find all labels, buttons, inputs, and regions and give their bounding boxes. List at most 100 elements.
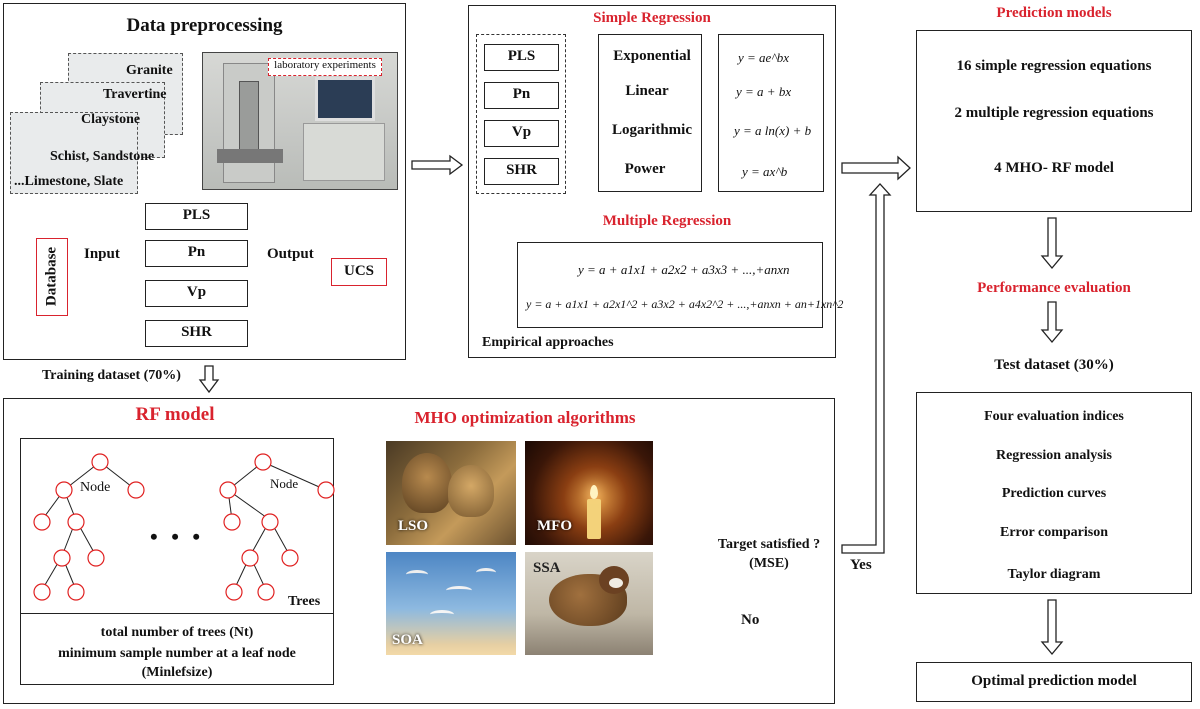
simple-param-pn: Pn <box>512 86 531 102</box>
tree2-node <box>241 549 259 567</box>
arrow-eval-down <box>1040 599 1064 656</box>
tree1-node <box>33 513 51 531</box>
rock-type-limestone-slate: ...Limestone, Slate <box>14 174 124 189</box>
simple-param-box-vp <box>484 120 559 147</box>
simple-param-box-shr <box>484 158 559 185</box>
simple-param-box-pn <box>484 82 559 109</box>
regression-types-box <box>598 34 702 192</box>
type-logarithmic: Logarithmic <box>612 122 692 138</box>
seagull <box>476 568 496 577</box>
optimal-model-box <box>916 662 1192 702</box>
tree2-node <box>223 513 241 531</box>
multiple-equation-1: y = a + a1x1 + a2x2 + a3x3 + ...,+anxn <box>578 262 790 277</box>
tree1-node <box>91 453 109 471</box>
prediction-item-simple: 16 simple regression equations <box>956 58 1152 74</box>
equation-linear: y = a + bx <box>736 84 792 99</box>
tree1-node <box>55 481 73 499</box>
performance-evaluation-title: Performance evaluation <box>977 280 1131 296</box>
tree2-node-label: Node <box>270 476 299 491</box>
lso-photo <box>386 441 516 545</box>
tree2-node <box>281 549 299 567</box>
rf-model-title: RF model <box>135 404 215 425</box>
arrow-perf-down <box>1040 301 1064 344</box>
arrow-pred-down <box>1040 217 1064 270</box>
arrow-training-down <box>198 365 220 394</box>
rock-type-schist-sandstone: Schist, Sandstone <box>50 149 155 164</box>
param-box-pls <box>145 203 248 230</box>
database-box <box>36 238 68 316</box>
test-machine-base <box>217 149 283 163</box>
soa-label: SOA <box>392 632 423 648</box>
rf-param-minlefsize: (Minlefsize) <box>141 665 213 680</box>
multiple-regression-title: Multiple Regression <box>602 213 732 229</box>
candle-flame <box>590 485 598 499</box>
empirical-approaches-label: Empirical approaches <box>482 335 614 350</box>
tree2-node <box>317 481 335 499</box>
rock-type-granite: Granite <box>126 63 173 78</box>
mfo-photo <box>525 441 653 545</box>
tree1-node <box>87 549 105 567</box>
type-power: Power <box>624 161 666 177</box>
evaluation-item-curves: Prediction curves <box>1001 486 1107 501</box>
rock-type-claystone: Claystone <box>81 112 141 127</box>
param-box-pn <box>145 240 248 267</box>
ucs-box <box>331 258 387 286</box>
tree2-node <box>219 481 237 499</box>
evaluation-item-indices: Four evaluation indices <box>984 409 1124 424</box>
evaluation-item-taylor: Taylor diagram <box>1007 567 1101 582</box>
rf-param-min-sample: minimum sample number at a leaf node <box>58 646 296 661</box>
tree2-node <box>257 583 275 601</box>
tree-nodes <box>33 453 335 601</box>
sparrow-cheek <box>609 578 623 588</box>
prediction-item-multiple: 2 multiple regression equations <box>954 105 1154 121</box>
simple-param-pls: PLS <box>507 48 536 64</box>
multiple-equation-2: y = a + a1x1 + a2x1^2 + a3x2 + a4x2^2 + … <box>526 297 844 311</box>
simple-param-box-pls <box>484 44 559 71</box>
type-exponential: Exponential <box>613 48 691 64</box>
output-label: Output <box>267 246 314 262</box>
evaluation-item-regression: Regression analysis <box>995 448 1113 463</box>
soa-photo <box>386 552 516 655</box>
lab-label-box <box>268 58 382 76</box>
trees-label: Trees <box>288 594 321 609</box>
rock-type-travertine: Travertine <box>103 87 167 102</box>
rf-params-box <box>20 613 334 685</box>
equation-power: y = ax^b <box>742 164 788 179</box>
multiple-equations-box <box>517 242 823 328</box>
no-label: No <box>741 612 760 628</box>
tree1-node <box>127 481 145 499</box>
seagull <box>430 610 454 619</box>
lab-label: laboratory experiments <box>274 59 376 71</box>
equations-box <box>718 34 824 192</box>
param-box-vp <box>145 280 248 307</box>
monitor <box>315 77 375 121</box>
arrow-yes-up <box>841 183 892 554</box>
yes-label: Yes <box>850 557 872 573</box>
equation-exponential: y = ae^bx <box>738 50 790 65</box>
arrow-to-prediction <box>841 155 911 181</box>
training-dataset-label: Training dataset (70%) <box>42 368 181 383</box>
rock-card-front <box>10 112 138 194</box>
test-dataset-label: Test dataset (30%) <box>994 357 1114 373</box>
tree2-node <box>254 453 272 471</box>
lso-label: LSO <box>398 518 429 534</box>
tree1-node <box>67 583 85 601</box>
simple-param-group <box>476 34 566 194</box>
tree2-node <box>261 513 279 531</box>
evaluation-item-error: Error comparison <box>1000 525 1108 540</box>
ssa-label: SSA <box>533 560 561 576</box>
param-label-shr: SHR <box>181 324 212 340</box>
ucs-label: UCS <box>343 263 374 279</box>
lion-silhouette-2 <box>448 465 494 517</box>
mfo-label: MFO <box>537 518 572 534</box>
tree-ellipsis: • • • <box>150 524 205 549</box>
seagull <box>446 586 472 595</box>
param-box-shr <box>145 320 248 347</box>
lion-silhouette-1 <box>402 453 452 513</box>
control-cabinet <box>303 123 385 181</box>
prediction-models-title: Prediction models <box>996 5 1112 21</box>
param-label-pn: Pn <box>187 244 206 260</box>
equation-logarithmic: y = a ln(x) + b <box>734 123 812 138</box>
arrow-pre-to-simple <box>411 154 464 176</box>
